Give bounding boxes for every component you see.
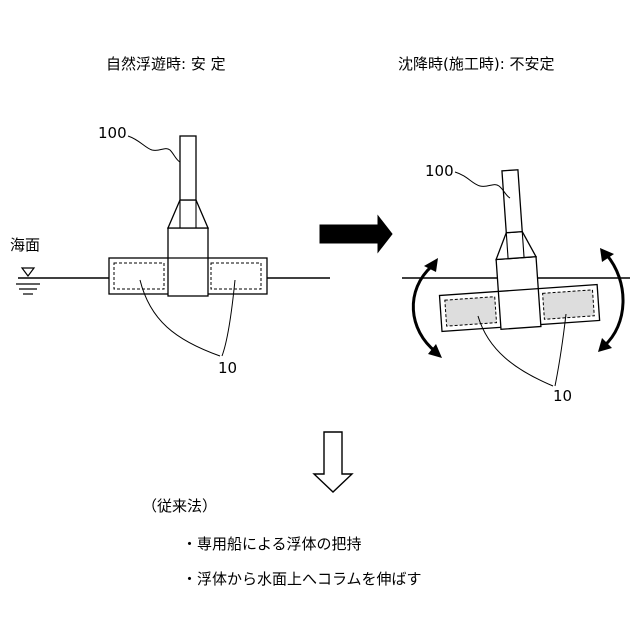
water-level-symbol-icon — [16, 268, 40, 294]
transition-arrow-icon — [320, 216, 392, 252]
leader-line-column-left — [128, 136, 180, 162]
float-chamber-right-2 — [543, 290, 595, 319]
column-left — [180, 136, 196, 200]
column-base-left — [168, 200, 208, 228]
leader-line-float-right-2 — [555, 314, 566, 386]
down-arrow-icon — [314, 432, 352, 492]
tilted-structure-right — [431, 165, 600, 334]
center-block-left — [168, 228, 208, 296]
center-block-right — [496, 257, 541, 330]
float-chamber-right-1 — [445, 297, 497, 326]
column-right — [502, 170, 522, 233]
rocking-arrow-right-icon — [604, 254, 623, 346]
float-chamber-left-1 — [114, 263, 164, 289]
float-chamber-left-2 — [211, 263, 261, 289]
column-base-right — [494, 231, 536, 260]
rocking-arrow-left-icon — [413, 266, 436, 352]
